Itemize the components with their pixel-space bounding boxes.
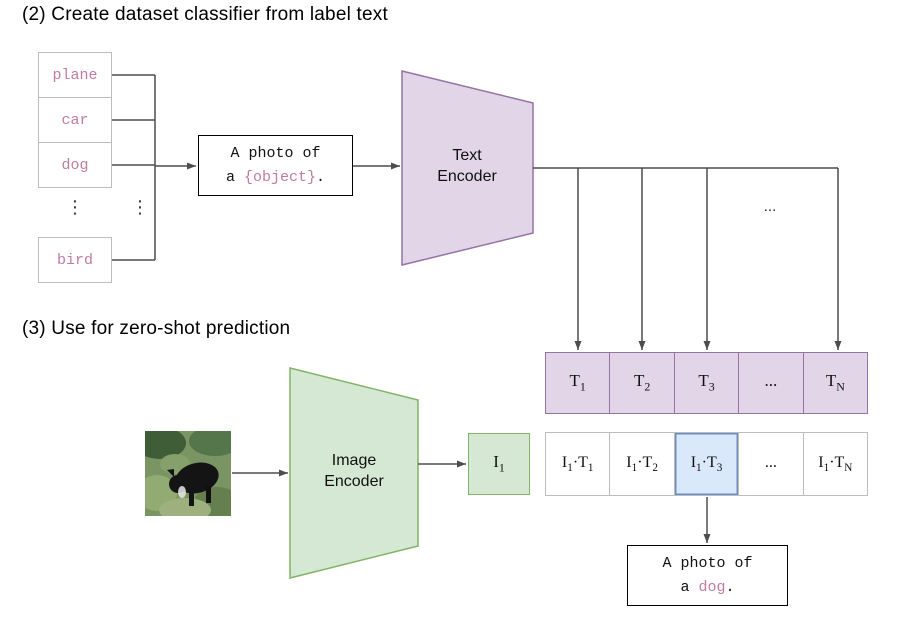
result-line2: a dog. (680, 578, 735, 596)
ellipsis-top: ... (763, 198, 777, 215)
image-encoder-label: Image Encoder (324, 452, 384, 490)
label-box-bird: bird (38, 237, 112, 283)
result-line1: A photo of (662, 555, 753, 573)
section2-title: (2) Create dataset classifier from label… (22, 4, 388, 25)
label-box-car: car (38, 97, 112, 143)
t-cell-n: TN (802, 353, 867, 413)
prompt-line2: a {object}. (225, 168, 326, 186)
vertical-ellipsis-labels: ⋮ (66, 197, 84, 218)
similarity-row: I1·T1 I1·T2 I1·T3 ... I1·TN (545, 432, 868, 496)
label-text: plane (52, 66, 98, 84)
prompt-line1: A photo of (230, 145, 321, 163)
product-cell-2: I1·T2 (609, 433, 673, 495)
text-embedding-row: T1 T2 T3 ... TN (545, 352, 868, 414)
label-text: dog (61, 156, 89, 174)
label-text: bird (56, 251, 93, 269)
label-box-dog: dog (38, 142, 112, 188)
product-cell-n: I1·TN (802, 433, 867, 495)
prompt-template-box: A photo of a {object}. (198, 135, 353, 196)
product-cell-3-highlighted: I1·T3 (673, 433, 739, 495)
text-encoder-output-arrows (533, 167, 842, 350)
label-box-plane: plane (38, 52, 112, 98)
vertical-ellipsis-bracket: ⋮ (131, 197, 149, 218)
label-bracket-lines (112, 74, 196, 261)
t-cell-ellipsis: ... (738, 353, 802, 413)
input-image (134, 426, 241, 522)
t-cell-3: T3 (673, 353, 738, 413)
label-text: car (61, 111, 89, 129)
product-cell-1: I1·T1 (561, 453, 594, 475)
t-cell-2: T2 (609, 353, 673, 413)
product-cell-ellipsis: ... (738, 433, 802, 495)
image-embedding-box: I1 (468, 433, 530, 495)
predicted-class-token: dog (698, 578, 726, 596)
section3-title: (3) Use for zero-shot prediction (22, 318, 291, 339)
t-cell-1: T1 (569, 371, 586, 394)
object-token: {object} (243, 168, 316, 186)
dog-photo-illustration (134, 426, 241, 522)
prediction-result-box: A photo of a dog. (627, 545, 788, 606)
text-encoder-label: Text Encoder (437, 147, 497, 185)
